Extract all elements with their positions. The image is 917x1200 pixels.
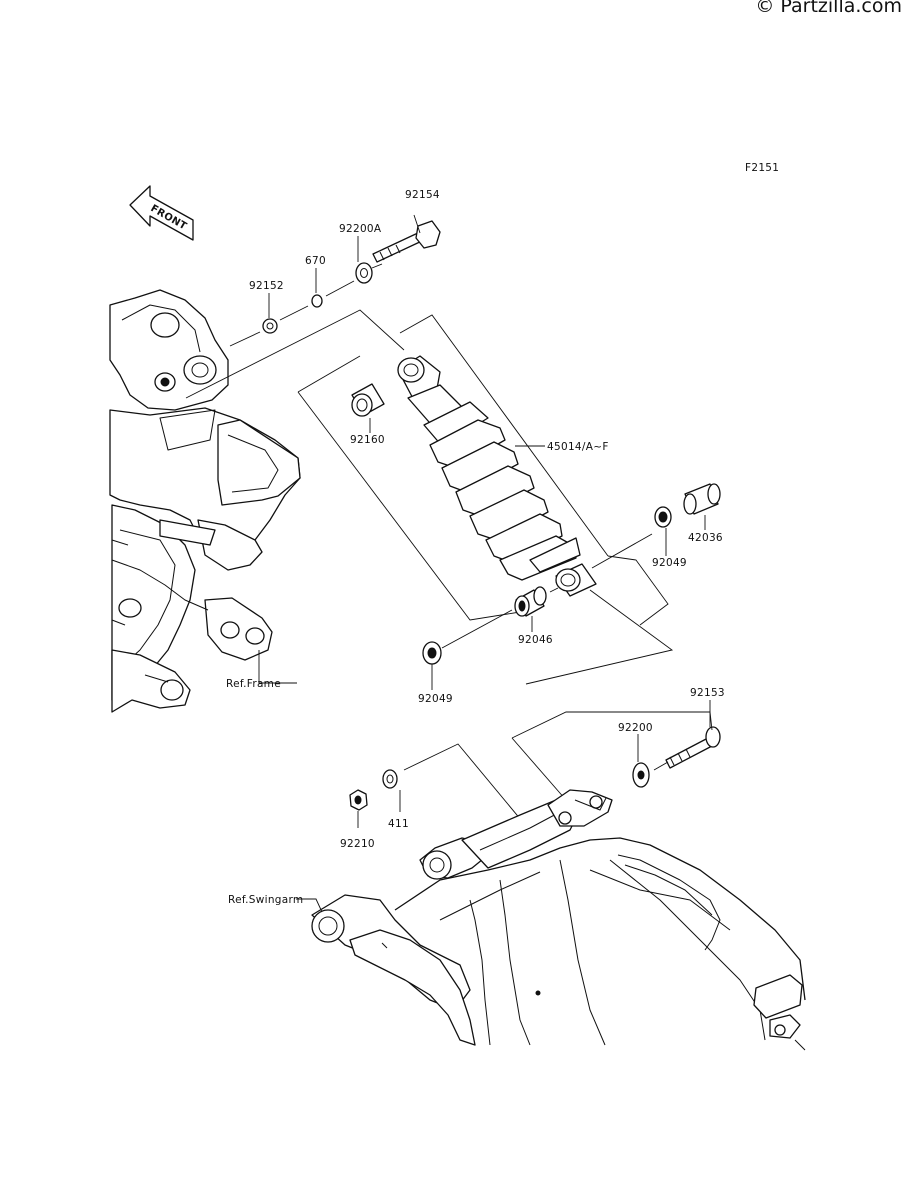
swingarm-reference — [311, 789, 806, 1051]
label-670: 670 — [305, 255, 326, 267]
label-92049-left: 92049 — [418, 693, 453, 705]
label-92152: 92152 — [249, 280, 284, 292]
ref-swingarm-label: Ref.Swingarm — [228, 894, 303, 906]
bearing-92046[interactable] — [514, 586, 547, 617]
ref-frame-label: Ref.Frame — [226, 678, 281, 690]
collar-42036[interactable] — [683, 483, 721, 515]
lower-washer-92200[interactable] — [632, 762, 650, 788]
label-92160: 92160 — [350, 434, 385, 446]
watermark: © Partzilla.com — [755, 0, 902, 17]
upper-bushing-92160[interactable] — [351, 383, 385, 417]
oring-670[interactable] — [311, 294, 323, 308]
front-arrow-icon: FRONT — [129, 185, 194, 241]
label-45014: 45014/A~F — [547, 441, 609, 453]
figure-code: F2151 — [745, 162, 779, 174]
label-92200A: 92200A — [339, 223, 382, 235]
washer-411[interactable] — [382, 769, 398, 789]
seal-92049-right[interactable] — [654, 506, 672, 528]
label-92049-right: 92049 — [652, 557, 687, 569]
nut-92210[interactable] — [349, 789, 368, 811]
label-92154: 92154 — [405, 189, 440, 201]
label-92153: 92153 — [690, 687, 725, 699]
label-411: 411 — [388, 818, 409, 830]
upper-washer-92200A[interactable] — [355, 262, 373, 284]
shock-absorber-45014[interactable] — [397, 355, 597, 597]
label-92046: 92046 — [518, 634, 553, 646]
label-92200: 92200 — [618, 722, 653, 734]
seal-92049-left[interactable] — [422, 641, 442, 665]
frame-reference — [109, 289, 301, 713]
label-42036: 42036 — [688, 532, 723, 544]
lower-bolt-92153[interactable] — [665, 726, 721, 769]
upper-collar-92152[interactable] — [262, 318, 278, 334]
label-92210: 92210 — [340, 838, 375, 850]
upper-bolt-92154[interactable] — [372, 220, 441, 263]
